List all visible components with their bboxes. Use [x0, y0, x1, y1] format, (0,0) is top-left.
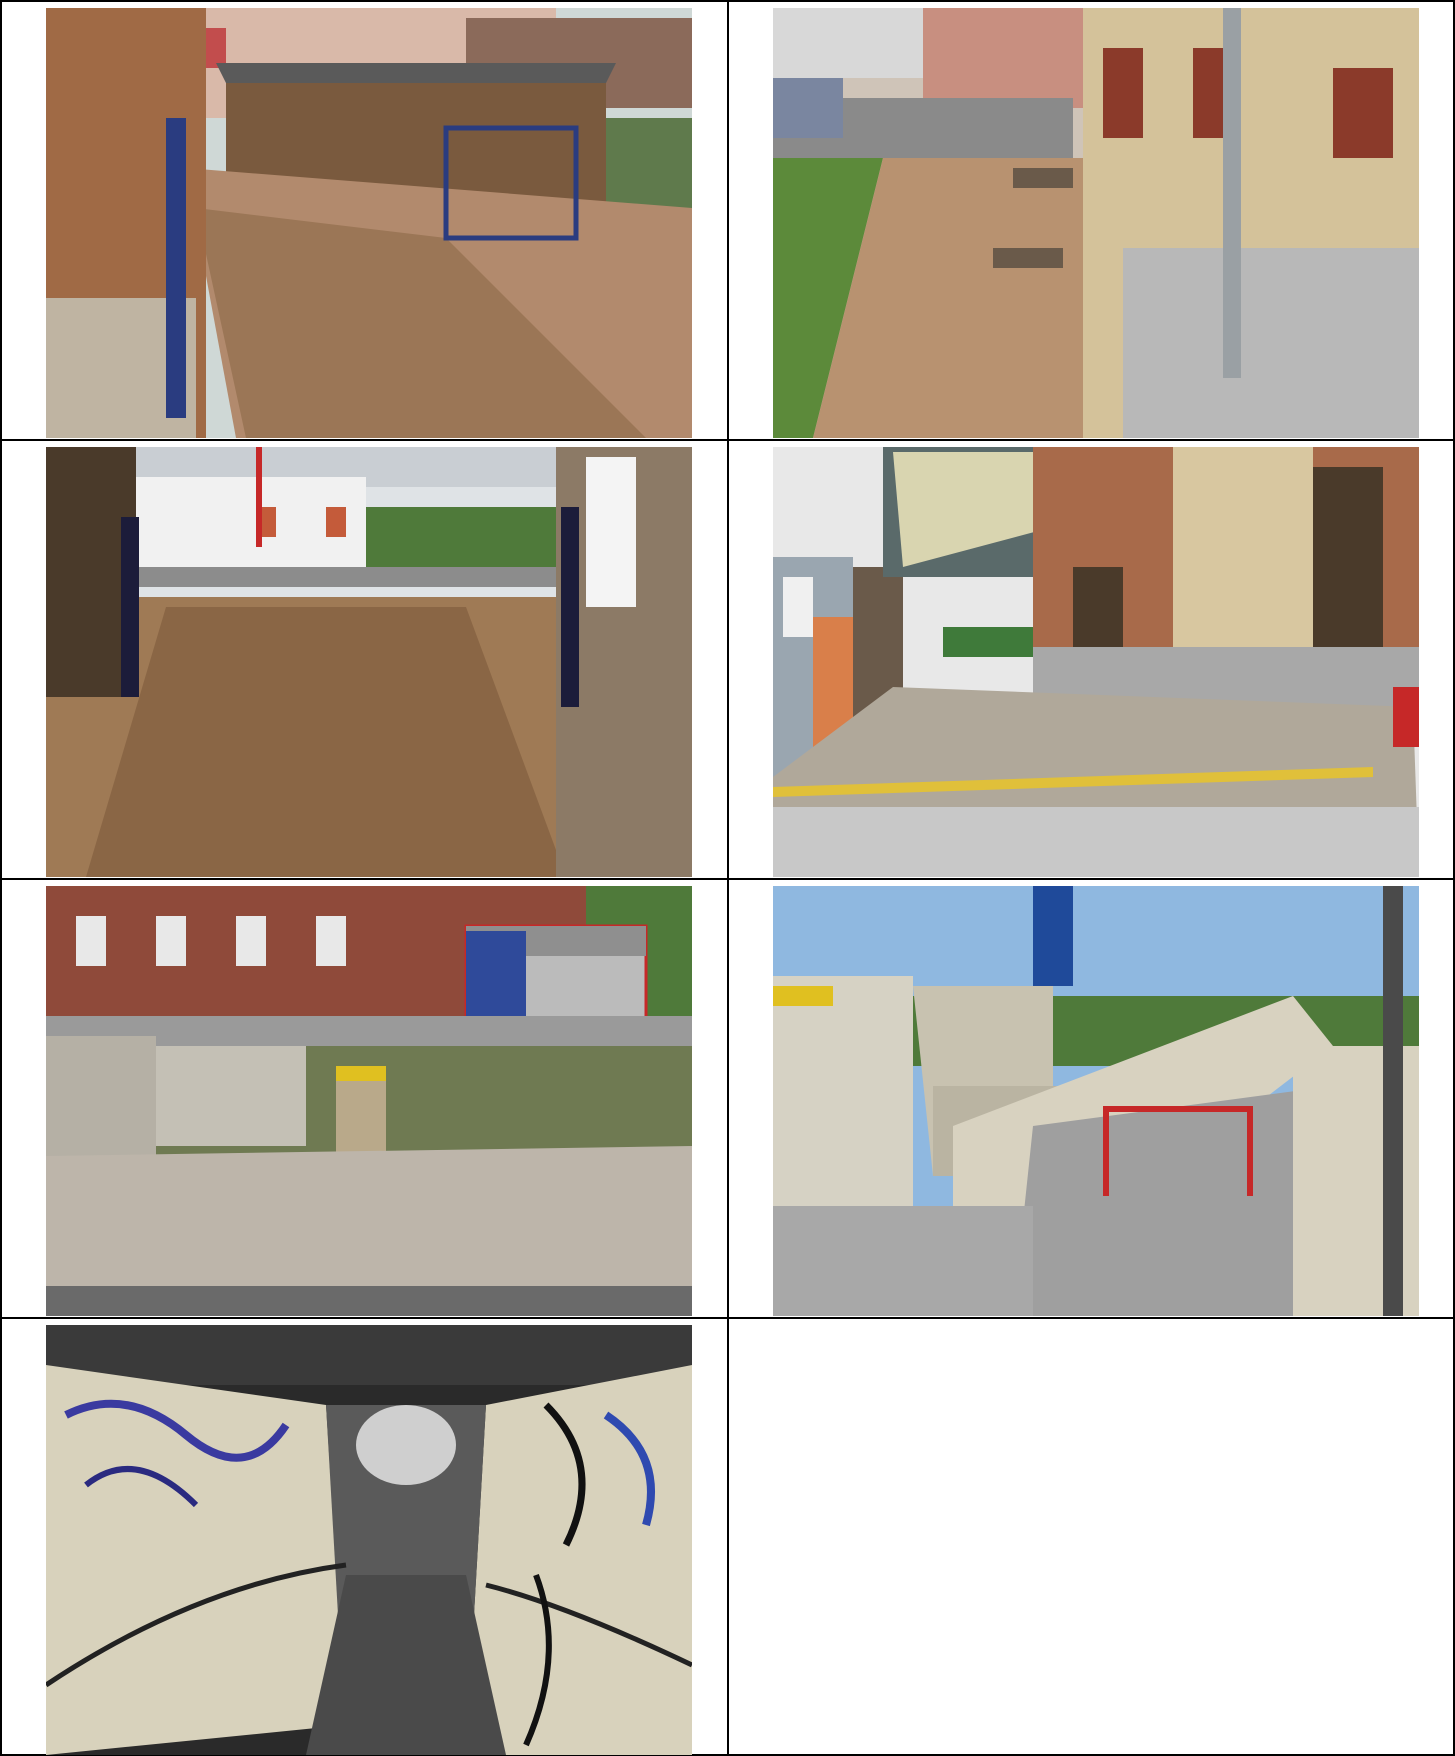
photo-station-entrance-ticket-machine [772, 447, 1419, 877]
photo-cell [726, 878, 1455, 1319]
table-row [0, 1317, 1455, 1756]
table-row [0, 439, 1455, 880]
photo-underpass-ramp-stairs [772, 886, 1419, 1316]
photo-paved-path-building [772, 8, 1419, 438]
photo-cell [0, 878, 729, 1319]
photo-cell [0, 1317, 729, 1756]
photo-bike-shelter-path [46, 8, 692, 438]
empty-cell [726, 1317, 1455, 1756]
photo-underpass-tunnel-graffiti [46, 1325, 692, 1755]
photo-cell [726, 0, 1455, 441]
photo-cell [726, 439, 1455, 880]
photo-cell [0, 439, 729, 880]
photo-platform-across-street [46, 886, 692, 1316]
photo-cell [0, 0, 729, 441]
table-row [0, 878, 1455, 1319]
table-row [0, 0, 1455, 441]
photo-platform-gate-view [46, 447, 692, 877]
